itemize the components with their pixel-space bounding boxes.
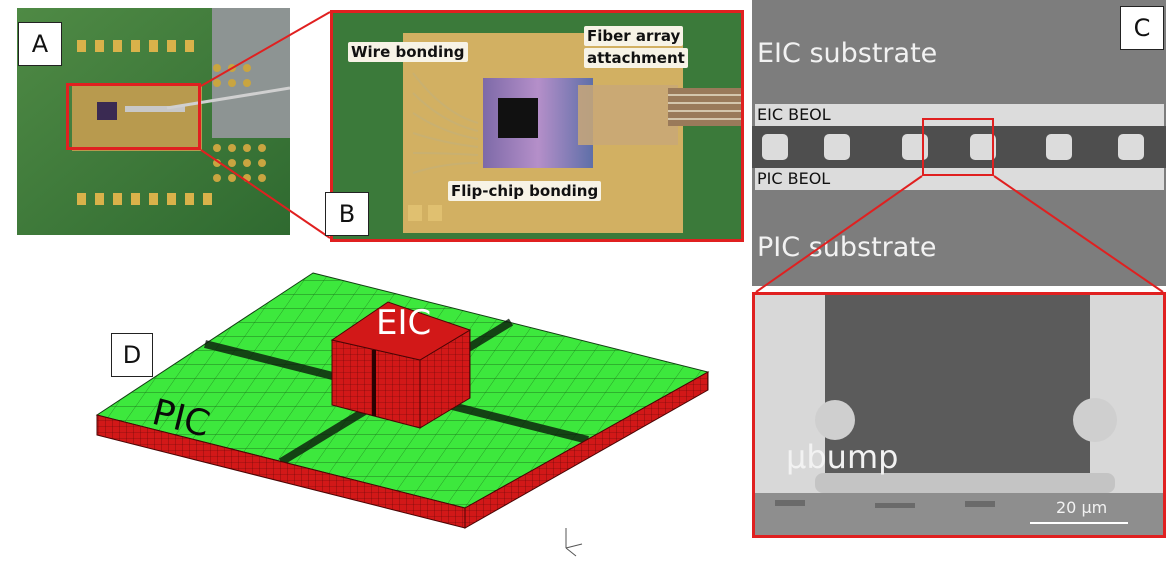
pcb-board-image (17, 8, 291, 235)
flip-chip-bonding-label: Flip-chip bonding (448, 181, 602, 201)
eic-block-top (330, 301, 472, 361)
pic-beol-label: PIC BEOL (757, 169, 831, 188)
eic-text: EIC (376, 303, 432, 343)
ubump-sem-image (755, 295, 1163, 535)
eic-beol-layer: EIC BEOL (755, 104, 1164, 126)
panel-a-highlight-box (66, 83, 201, 150)
panel-a-photo (17, 8, 291, 235)
eic-beol-label: EIC BEOL (757, 105, 831, 124)
wire-bonding-label: Wire bonding (348, 42, 468, 62)
pic-substrate-label: PIC substrate (757, 232, 937, 263)
ubump-label: µbump (786, 438, 899, 476)
panel-d-label: D (111, 333, 153, 377)
ubump-inset (752, 292, 1166, 538)
fiber-array-label-line1: Fiber array (584, 26, 684, 46)
scale-bar-label: 20 µm (1056, 498, 1108, 517)
pic-side-right (464, 371, 709, 529)
bump-row (752, 126, 1166, 168)
panel-a-label: A (18, 22, 62, 66)
pic-beol-layer: PIC BEOL (755, 168, 1164, 190)
panel-c-label: C (1120, 6, 1164, 50)
axis-triad (565, 528, 583, 557)
fiber-array-label-line2: attachment (584, 48, 688, 68)
panel-c-highlight-box (922, 118, 994, 176)
scale-bar (1030, 522, 1128, 524)
micro-bumps (762, 134, 1144, 160)
panel-b-label: B (325, 192, 369, 236)
eic-substrate-label: EIC substrate (757, 38, 938, 69)
